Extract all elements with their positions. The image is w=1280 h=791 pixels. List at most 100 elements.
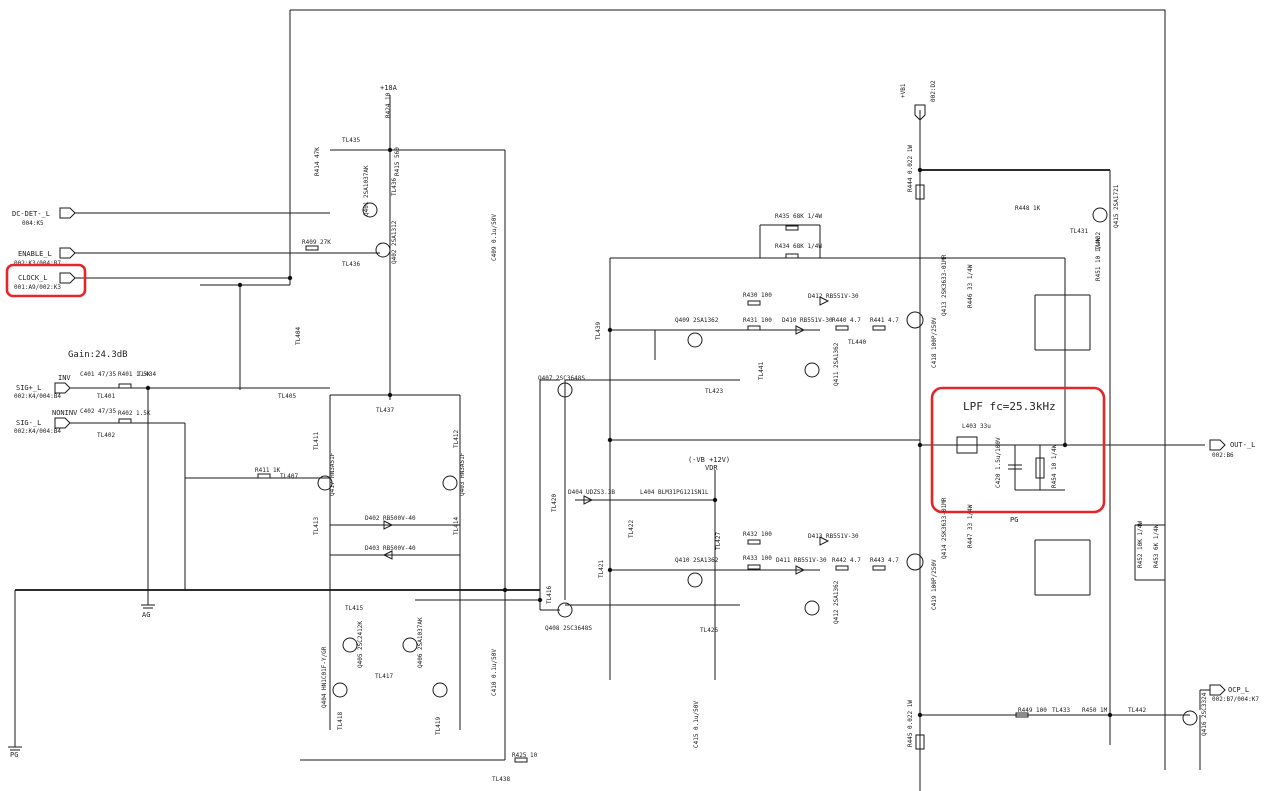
q404-label: Q404 HN1C01F-Y/GR [321, 646, 328, 708]
r454-label: R454 10 1/4W [1051, 444, 1058, 488]
r435-label: R435 68K 1/4W [775, 213, 822, 220]
lpf-label: LPF fc=25.3kHz [963, 400, 1056, 413]
r452-label: R452 10K 1/4W [1137, 521, 1144, 568]
sig-minus-label: SIG-_L [16, 419, 41, 427]
tl419-label: TL419 [435, 717, 442, 735]
tl401-label: TL401 [97, 393, 115, 400]
tl420-label: TL420 [551, 494, 558, 512]
tl433-label: TL433 [1052, 707, 1070, 714]
noninv-label: NONINV [52, 409, 78, 417]
tl422-label: TL422 [628, 520, 635, 538]
d413-label: D413 RB551V-30 [808, 533, 859, 540]
out-label: OUT-_L [1230, 441, 1255, 449]
r450-label: R450 1M [1082, 707, 1108, 714]
connector-sig-plus: SIG+_L 002:K4/004:B4 INV [14, 374, 71, 400]
d404-label: D404 UDZS3.3B [568, 489, 615, 496]
c402-label: C402 47/35 [80, 408, 117, 415]
q408-label: Q408 2SC3648S [545, 625, 592, 632]
vb-label: +VB1 [900, 83, 907, 98]
tl415-label: TL415 [345, 605, 363, 612]
inductor-l403 [956, 436, 978, 454]
gain-label: Gain:24.3dB [68, 350, 128, 360]
junction-dots [145, 147, 1113, 718]
q414-label: Q414 2SK3633-01MR [941, 497, 948, 559]
l404-label: L404 BLM31PG121SN1L [640, 489, 709, 496]
r442-label: R442 4.7 [832, 557, 861, 564]
tl436-bot-label: TL436 [342, 261, 360, 268]
r414-label: R414 47K [314, 147, 321, 176]
dc-det-label: DC-DET-_L [12, 210, 50, 218]
component-labels: TL435 TL436 TL434 TL401 TL402 TL405 TL43… [80, 92, 1208, 783]
clock-highlight-box [5, 263, 87, 298]
q402-label: Q402 2SA1312 [391, 220, 398, 264]
tl437-label: TL437 [376, 407, 394, 414]
r453-label: R453 6K 1/4W [1153, 524, 1160, 568]
tl439-label: TL439 [595, 322, 602, 340]
c420-label: C420 1.5u/100V [995, 437, 1002, 488]
d412-label: D412 RB551V-30 [808, 293, 859, 300]
r447-label: R447 33 1/4W [967, 504, 974, 548]
r449-label: R449 100 [1018, 707, 1047, 714]
r430-label: R430 100 [743, 292, 772, 299]
q415-label: Q415 2SA1721 [1113, 184, 1120, 228]
r440-label: R440 4.7 [832, 317, 861, 324]
tl421-label: TL421 [598, 560, 605, 578]
r431-label: R431 100 [743, 317, 772, 324]
pg-left-label: PG [10, 751, 18, 759]
tl423-label: TL423 [705, 388, 723, 395]
tl414-label: TL414 [453, 517, 460, 535]
dc-det-ref: 004:K5 [22, 220, 44, 227]
connector-dc-det: DC-DET-_L 004:K5 [12, 207, 76, 227]
q416-label: Q416 2SC3324 [1201, 692, 1208, 736]
r446-label: R446 33 1/4W [967, 264, 974, 308]
tl427-label: TL427 [715, 532, 722, 550]
r433-label: R433 100 [743, 555, 772, 562]
out-ref: 002:B6 [1212, 452, 1234, 459]
q411-label: Q411 2SA1362 [833, 342, 840, 386]
tl440-label: TL440 [848, 339, 866, 346]
tl442-label: TL442 [1128, 707, 1146, 714]
tl441-label: TL441 [758, 362, 765, 380]
c410-label: C410 0.1u/50V [491, 649, 498, 696]
r445-label: R445 0.022 1W [907, 700, 914, 747]
connector-out: OUT-_L 002:B6 [1209, 439, 1255, 459]
r443-label: R443 4.7 [870, 557, 899, 564]
c418-label: C418 100P/250V [931, 317, 938, 368]
d411-label: D411 RB551V-30 [776, 557, 827, 564]
connector-vb: +VB1 002:D2 [900, 80, 937, 121]
q410-label: Q410 2SA1362 [675, 557, 719, 564]
supply-top-label: +18A [380, 84, 398, 92]
r424-label: R424 10 [385, 92, 392, 118]
r448-label: R448 1K [1015, 205, 1041, 212]
clock-label: CLOCK_L [18, 274, 48, 282]
r401-label: R401 1.5K [118, 371, 151, 378]
r444-label: R444 0.022 1W [907, 145, 914, 192]
c401-label: C401 47/35 [80, 371, 117, 378]
tl431-label: TL431 [1070, 228, 1088, 235]
tl435-label: TL435 [342, 137, 360, 144]
ocp-label: OCP_L [1228, 686, 1249, 694]
lpf-block: LPF fc=25.3kHz L403 33u C420 1.5u/100V R… [930, 386, 1106, 514]
q412-label: Q412 2SA1362 [833, 580, 840, 624]
enable-ref: 002:K3/004:B7 [14, 260, 61, 267]
d403-label: D403 RB500V-40 [365, 545, 416, 552]
transistor-glyphs [317, 202, 1198, 726]
lpf-highlight-box [930, 386, 1106, 514]
tl418-label: TL418 [337, 712, 344, 730]
passive-glyphs [118, 184, 1029, 763]
connector-ocp: OCP_L 002:B7/004:K7 [1199, 684, 1259, 710]
enable-label: ENABLE_L [18, 250, 52, 258]
ground-ag [141, 600, 155, 609]
tl413-label: TL413 [313, 517, 320, 535]
tl405-label: TL405 [278, 393, 296, 400]
tl438-label: TL438 [492, 776, 510, 783]
d410-label: D410 RB551V-30 [782, 317, 833, 324]
clock-ref: 001:A9/002:K3 [14, 284, 61, 291]
tl416-label: TL416 [546, 586, 553, 604]
q406-label: Q406 2SA1037AK [417, 617, 424, 668]
c409-label: C409 0.1u/50V [491, 214, 498, 261]
r415-label: R415 560 [394, 147, 401, 176]
r432-label: R432 100 [743, 531, 772, 538]
q407-label: Q407 2SC3648S [538, 375, 585, 382]
sig-plus-label: SIG+_L [16, 384, 41, 392]
